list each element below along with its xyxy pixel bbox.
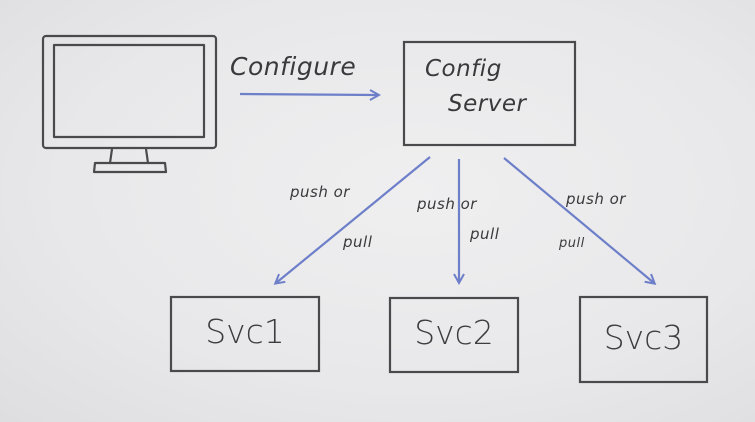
monitor-icon: [41, 34, 218, 174]
configure-label: Configure: [230, 52, 357, 81]
configure-arrow: [239, 94, 378, 95]
edge-3-label-line1: push or: [566, 190, 626, 208]
edge-1-label-line2: pull: [343, 233, 373, 251]
svc1-box: [169, 295, 321, 373]
config-server-label-line1: Config: [425, 56, 502, 82]
push-pull-arrow-3: [503, 157, 654, 283]
svc2-box: [388, 296, 520, 374]
svc2-label: Svc2: [414, 313, 494, 352]
svc1-label: Svc1: [205, 312, 285, 351]
svc3-box: [578, 295, 709, 384]
config-server-box: [402, 40, 577, 147]
push-pull-arrow-1: [276, 156, 431, 283]
config-server-label-line2: Server: [448, 91, 527, 117]
edge-2-label-line2: pull: [470, 225, 500, 243]
edge-3-label-line2: pull: [559, 236, 585, 251]
edge-1-label-line1: push or: [290, 183, 350, 201]
edge-2-label-line1: push or: [417, 195, 477, 213]
svc3-label: Svc3: [603, 318, 684, 357]
